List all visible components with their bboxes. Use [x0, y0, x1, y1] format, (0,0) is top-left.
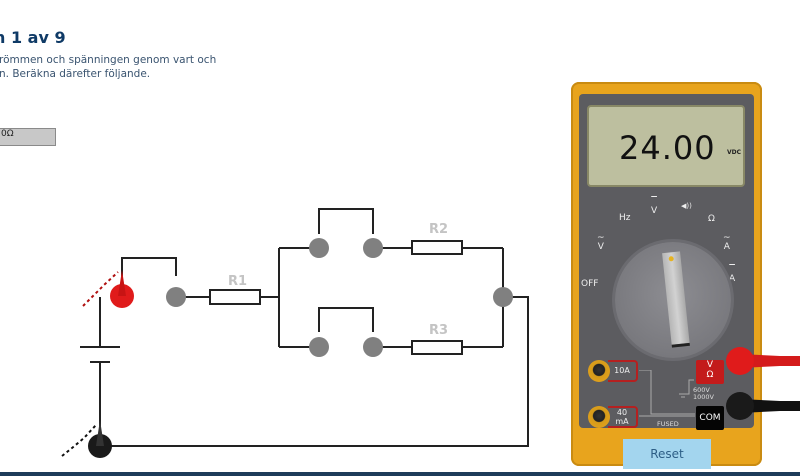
- resistor-label-r3: R3: [429, 323, 448, 338]
- test-node: [363, 337, 383, 357]
- jack-10a[interactable]: [588, 360, 610, 382]
- dial-pointer: [662, 251, 690, 348]
- instruction-line-1: römmen och spänningen genom vart och: [0, 54, 217, 66]
- dial-label-dc-amps[interactable]: A: [729, 274, 736, 284]
- meter-leads: [726, 347, 800, 420]
- dial-label-off[interactable]: OFF: [581, 279, 599, 289]
- test-node: [309, 337, 329, 357]
- display-value: 24.00: [619, 129, 716, 167]
- instructions: römmen och spänningen genom vart och n. …: [0, 53, 229, 81]
- wire: [100, 296, 529, 447]
- dial-label-ac-amps[interactable]: ~A: [723, 233, 731, 252]
- bottom-bar: [0, 472, 800, 476]
- black-probe[interactable]: [61, 420, 112, 458]
- red-lead[interactable]: [726, 347, 800, 375]
- dial-label-dc-volts[interactable]: V: [651, 206, 658, 216]
- port-label-10a: 10A: [608, 360, 638, 382]
- display-unit: VDC: [727, 149, 742, 156]
- test-node: [309, 238, 329, 258]
- instruction-line-2: n. Beräkna därefter följande.: [0, 68, 151, 80]
- red-probe[interactable]: [82, 270, 134, 308]
- lcd-display: 24.00 VDC: [587, 105, 745, 187]
- black-lead[interactable]: [726, 392, 800, 420]
- test-node: [363, 238, 383, 258]
- pointer-indicator: [668, 256, 674, 262]
- rotary-dial[interactable]: [615, 242, 731, 358]
- resistor-label-r1: R1: [228, 274, 247, 289]
- jumper: [318, 208, 374, 234]
- port-wiring: [639, 370, 695, 417]
- jack-com[interactable]: COM: [696, 406, 724, 430]
- dial-label-ac-volts[interactable]: ~V: [597, 233, 605, 252]
- reset-button[interactable]: Reset: [623, 439, 711, 469]
- resistor-r3: [411, 340, 463, 355]
- jack-ma[interactable]: [588, 406, 610, 428]
- test-node: [166, 287, 186, 307]
- dial-label-hz[interactable]: Hz: [619, 213, 631, 223]
- resistance-value-field[interactable]: 0Ω: [0, 128, 56, 146]
- continuity-icon[interactable]: ◀)): [681, 202, 692, 210]
- fused-label: FUSED: [657, 420, 679, 428]
- resistor-label-r2: R2: [429, 222, 448, 237]
- resistor-r1: [209, 289, 261, 305]
- page-title: n 1 av 9: [0, 28, 66, 47]
- dial-label-ohms[interactable]: Ω: [708, 214, 715, 224]
- wire: [121, 257, 177, 285]
- jumper: [318, 307, 374, 332]
- test-node: [493, 287, 513, 307]
- resistor-r2: [411, 240, 463, 255]
